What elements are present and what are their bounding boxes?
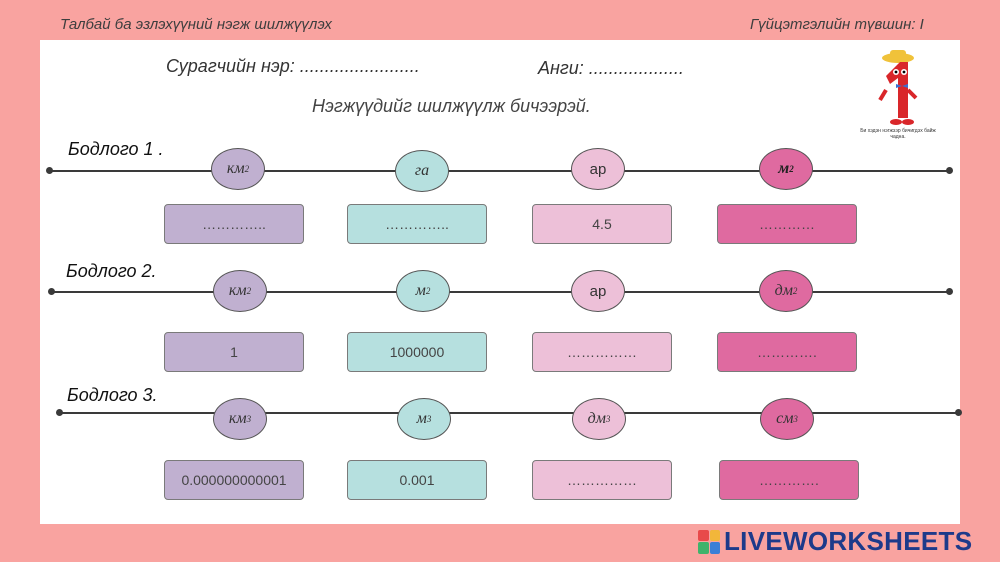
unit-base: га	[414, 162, 430, 179]
number-one-mascot-image	[862, 46, 932, 146]
number-line-1-end-dot	[946, 167, 953, 174]
unit-base: км	[228, 410, 247, 427]
unit-exponent: 2	[246, 286, 252, 296]
difficulty-level: Гүйцэтгэлийн түвшин: I	[750, 16, 924, 33]
unit-base: м	[778, 160, 790, 177]
unit-ar-oval: ар	[571, 270, 625, 312]
unit-base: ар	[589, 160, 607, 178]
mascot-caption: Би хэдэн нэгжээр бичигдэх байж чадна.	[860, 128, 936, 140]
unit-exponent: 3	[426, 414, 432, 424]
student-name-field: Сурагчийн нэр: ........................	[166, 56, 420, 76]
liveworksheets-logo-icon	[698, 529, 720, 554]
unit-base: км	[228, 282, 247, 299]
number-line-2-end-dot	[946, 288, 953, 295]
answer-box-1-4[interactable]: …………	[717, 204, 857, 244]
unit-ga-oval: га	[395, 150, 449, 192]
answer-box-1-2[interactable]: …………..	[347, 204, 487, 244]
unit-exponent: 2	[425, 286, 431, 296]
answer-box-2-1: 1	[164, 332, 304, 372]
answer-box-2-3[interactable]: ……………	[532, 332, 672, 372]
class-field: Анги: ...................	[538, 58, 684, 78]
answer-box-3-2: 0.001	[347, 460, 487, 500]
unit-base: дм	[587, 410, 606, 427]
problem-1-title: Бодлого 1 .	[68, 139, 164, 159]
number-line-1-start-dot	[46, 167, 53, 174]
number-line-1	[50, 170, 950, 172]
unit-base: дм	[774, 282, 793, 299]
liveworksheets-brand: LIVEWORKSHEETS	[698, 526, 972, 557]
number-line-3	[60, 412, 960, 414]
unit-exponent: 2	[244, 164, 250, 174]
unit-base: ар	[589, 282, 607, 300]
unit-base: м	[416, 410, 427, 427]
problem-2-title: Бодлого 2.	[66, 261, 157, 281]
unit-base: км	[226, 160, 245, 177]
number-line-2	[52, 291, 950, 293]
answer-box-2-2: 1000000	[347, 332, 487, 372]
brand-name: LIVEWORKSHEETS	[724, 526, 973, 556]
answer-box-1-1[interactable]: …………..	[164, 204, 304, 244]
unit-exponent: 3	[793, 414, 798, 424]
unit-exponent: 2	[789, 164, 794, 174]
answer-box-2-4[interactable]: ………….	[717, 332, 857, 372]
answer-box-3-1: 0.000000000001	[164, 460, 304, 500]
number-line-2-start-dot	[48, 288, 55, 295]
answer-box-1-3: 4.5	[532, 204, 672, 244]
number-line-3-start-dot	[56, 409, 63, 416]
unit-exponent: 3	[605, 414, 611, 424]
unit-exponent: 2	[792, 286, 798, 296]
problem-3-title: Бодлого 3.	[67, 385, 158, 405]
worksheet-topic: Талбай ба эзлэхүүний нэгж шилжүүлэх	[60, 16, 332, 33]
unit-exponent: 3	[246, 414, 252, 424]
number-line-3-end-dot	[955, 409, 962, 416]
unit-ar-oval: ар	[571, 148, 625, 190]
answer-box-3-3[interactable]: ……………	[532, 460, 672, 500]
answer-box-3-4[interactable]: ………….	[719, 460, 859, 500]
instruction-text: Нэгжүүдийг шилжүүлж бичээрэй.	[312, 96, 591, 116]
unit-base: м	[415, 282, 426, 299]
unit-base: см	[776, 410, 794, 427]
